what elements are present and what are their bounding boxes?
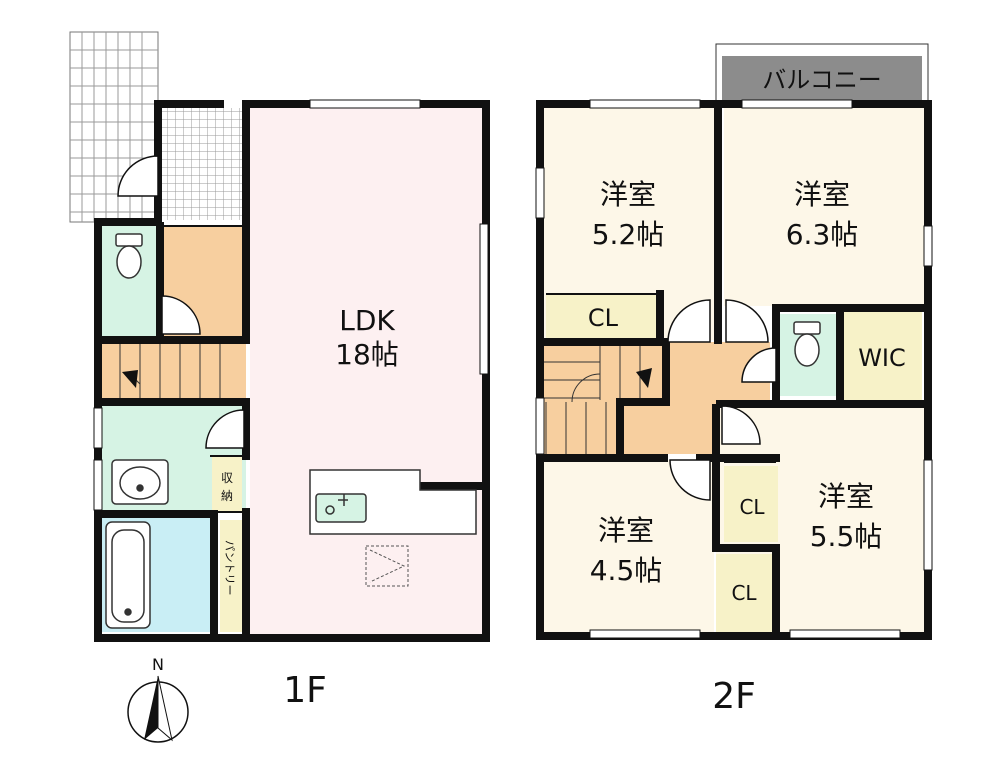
ldk-label: LDK — [339, 304, 395, 337]
room-ne-size: 6.3帖 — [786, 218, 859, 251]
floor-2-label: 2F — [712, 676, 756, 717]
kitchen-counter — [309, 469, 477, 535]
room-sw-size: 4.5帖 — [590, 554, 663, 587]
room-sw-label: 洋室 — [598, 514, 654, 547]
pantry-label: パントリー — [223, 540, 236, 596]
room-ne-label: 洋室 — [794, 178, 850, 211]
room-nw-size: 5.2帖 — [592, 218, 665, 251]
pantry — [220, 520, 242, 632]
room-se-label: 洋室 — [818, 480, 874, 513]
floor-1: LDK 18帖 収 納 パントリー 1F — [69, 31, 490, 711]
compass-north-label: N — [152, 655, 164, 674]
bathtub-icon — [105, 521, 151, 629]
ldk-size: 18帖 — [335, 338, 399, 371]
room-ne — [724, 108, 924, 306]
storage-label: 収 — [221, 471, 233, 485]
closet-low — [716, 554, 772, 634]
entrance-tile — [162, 108, 244, 220]
closet-nw — [546, 294, 656, 340]
ldk-room — [250, 106, 484, 636]
entrance-steps — [69, 31, 159, 223]
floor-1-label: 1F — [283, 670, 327, 711]
fridge-space — [365, 545, 409, 587]
compass-icon: N — [127, 655, 189, 743]
toilet-icon-2f — [793, 321, 821, 367]
washbasin-icon — [111, 459, 169, 505]
closet-low-label: CL — [731, 581, 757, 605]
closet-nw-label: CL — [588, 304, 619, 332]
stairs-1f — [100, 344, 246, 398]
closet-mid-label: CL — [739, 495, 765, 519]
wic — [842, 308, 922, 402]
room-nw-label: 洋室 — [600, 178, 656, 211]
floor-2: バルコニー — [535, 43, 933, 717]
closet-mid — [724, 466, 778, 542]
room-se-size: 5.5帖 — [810, 520, 883, 553]
storage-1f — [212, 456, 242, 512]
wic-label: WIC — [858, 344, 906, 372]
sink-icon — [315, 493, 367, 523]
balcony-label: バルコニー — [762, 66, 882, 94]
toilet-icon — [115, 233, 143, 279]
storage-label-2: 納 — [221, 489, 233, 503]
